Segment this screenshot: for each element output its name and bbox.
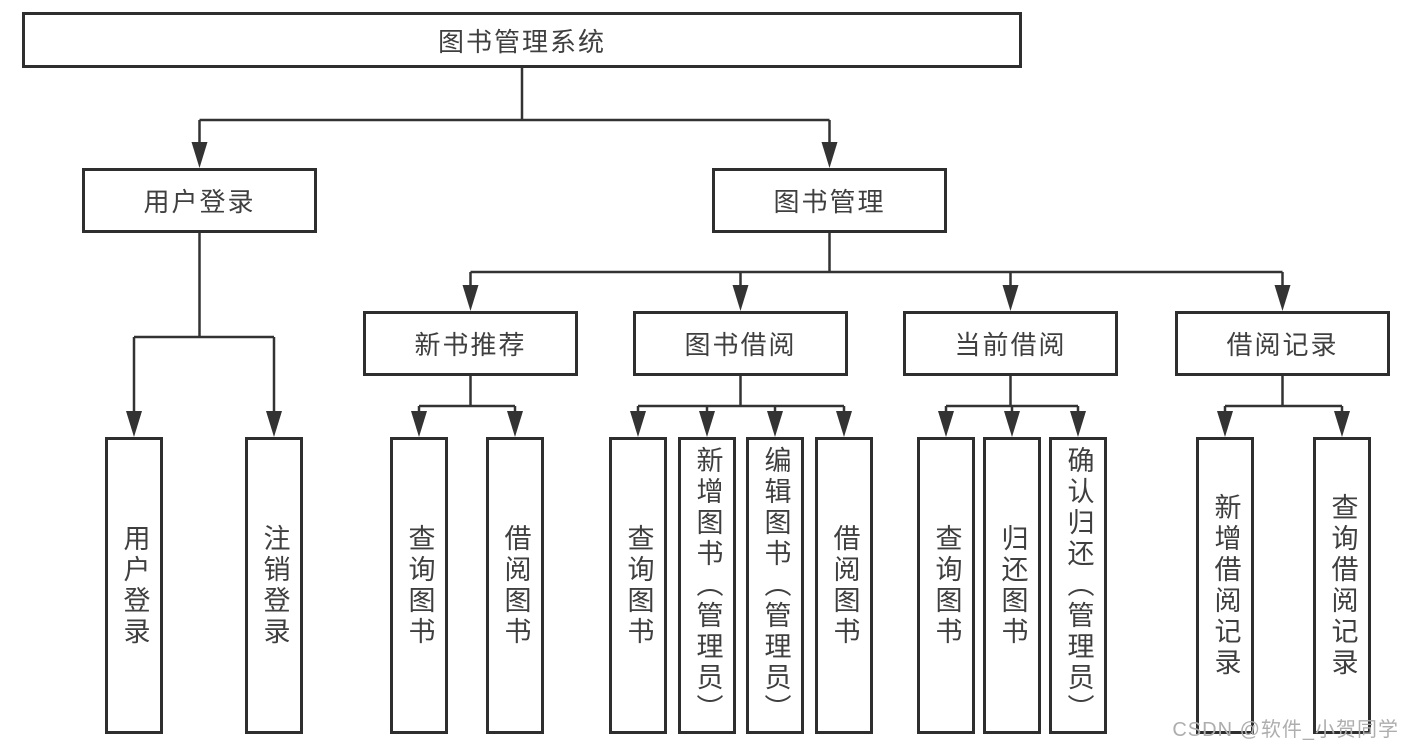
arrowhead-icon: [1004, 411, 1020, 437]
node-br-add-record: 新增借阅记录: [1196, 437, 1254, 734]
arrowhead-icon: [411, 411, 427, 437]
arrowhead-icon: [507, 411, 523, 437]
node-book-borrowing: 图书借阅: [633, 311, 848, 376]
arrowhead-icon: [462, 285, 479, 311]
node-nbr-query-books: 查询图书: [390, 437, 448, 734]
node-bb-query-books: 查询图书: [609, 437, 667, 734]
node-new-book-recommend: 新书推荐: [363, 311, 578, 376]
node-bb-add-book-admin: 新增图书（管理员）: [678, 437, 736, 734]
node-current-borrowing: 当前借阅: [903, 311, 1118, 376]
node-br-query-record: 查询借阅记录: [1313, 437, 1371, 734]
node-cb-confirm-return-admin: 确认归还（管理员）: [1049, 437, 1107, 734]
node-cb-query-books: 查询图书: [917, 437, 975, 734]
arrowhead-icon: [1334, 411, 1350, 437]
arrowhead-icon: [1217, 411, 1233, 437]
arrowhead-icon: [1274, 285, 1291, 311]
arrowhead-icon: [699, 411, 715, 437]
node-nbr-borrow-books: 借阅图书: [486, 437, 544, 734]
node-bb-borrow-books: 借阅图书: [815, 437, 873, 734]
node-borrowing-records: 借阅记录: [1175, 311, 1390, 376]
arrowheads: [126, 142, 1350, 437]
arrowhead-icon: [821, 142, 838, 168]
node-bb-edit-book-admin: 编辑图书（管理员）: [746, 437, 804, 734]
arrowhead-icon: [630, 411, 646, 437]
node-system-root: 图书管理系统: [22, 12, 1022, 68]
node-user-login: 用户登录: [105, 437, 163, 734]
arrowhead-icon: [266, 411, 282, 437]
node-cb-return-books: 归还图书: [983, 437, 1041, 734]
arrowhead-icon: [938, 411, 954, 437]
arrowhead-icon: [1070, 411, 1086, 437]
arrowhead-icon: [732, 285, 749, 311]
node-user-login-branch: 用户登录: [82, 168, 317, 233]
arrowhead-icon: [767, 411, 783, 437]
arrowhead-icon: [836, 411, 852, 437]
node-logout: 注销登录: [245, 437, 303, 734]
watermark: CSDN @软件_小贺同学: [1172, 719, 1399, 741]
arrowhead-icon: [126, 411, 142, 437]
arrowhead-icon: [191, 142, 208, 168]
arrowhead-icon: [1002, 285, 1019, 311]
node-book-management: 图书管理: [712, 168, 947, 233]
